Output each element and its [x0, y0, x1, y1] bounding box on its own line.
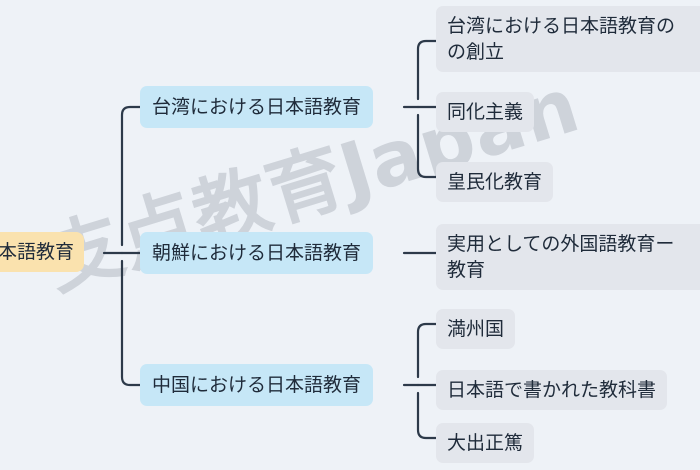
branch-node-label: 朝鮮における日本語教育: [152, 242, 362, 264]
connector-branch3-leaf3: [416, 391, 438, 440]
branch-node-label: 中国における日本語教育: [152, 374, 362, 396]
leaf-node-label-line1: 満州国: [447, 318, 505, 340]
leaf-node-label-line1: 日本語で書かれた教科書: [447, 379, 657, 401]
branch-node-label: 台湾における日本語教育: [152, 96, 362, 118]
connector-trunk-bottom: [120, 259, 142, 387]
leaf-node-label-line1: 同化主義: [447, 101, 524, 123]
leaf-node-korea-1[interactable]: 実用としての外国語教育ー 教育: [436, 224, 700, 291]
connector-branch1-leaf3: [416, 113, 438, 179]
branch-node-china[interactable]: 中国における日本語教育: [140, 364, 374, 407]
leaf-node-label-line1: 台湾における日本語教育の: [447, 15, 676, 37]
leaf-node-china-3[interactable]: 大出正篤: [436, 423, 535, 464]
leaf-node-label-line1: 皇民化教育: [447, 171, 543, 193]
leaf-node-taiwan-3[interactable]: 皇民化教育: [436, 162, 554, 203]
connector-branch3-leaf1: [416, 322, 438, 379]
leaf-node-label-line2: 教育: [447, 259, 486, 282]
root-node-label: 本語教育: [0, 241, 75, 263]
branch-node-taiwan[interactable]: 台湾における日本語教育: [140, 86, 374, 129]
leaf-node-label-line1: 実用としての外国語教育ー: [447, 233, 675, 255]
leaf-node-label-line1: 大出正篤: [447, 432, 524, 454]
leaf-node-china-2[interactable]: 日本語で書かれた教科書: [436, 370, 668, 411]
leaf-node-taiwan-1[interactable]: 台湾における日本語教育の の創立: [436, 6, 700, 73]
leaf-node-china-1[interactable]: 満州国: [436, 309, 516, 350]
branch-node-korea[interactable]: 朝鮮における日本語教育: [140, 232, 374, 275]
leaf-node-taiwan-2[interactable]: 同化主義: [436, 92, 535, 133]
leaf-node-label-line2: の創立: [447, 41, 505, 64]
connector-trunk-top: [120, 105, 142, 247]
root-node[interactable]: 本語教育: [0, 232, 85, 273]
connector-branch1-leaf1: [416, 39, 438, 101]
